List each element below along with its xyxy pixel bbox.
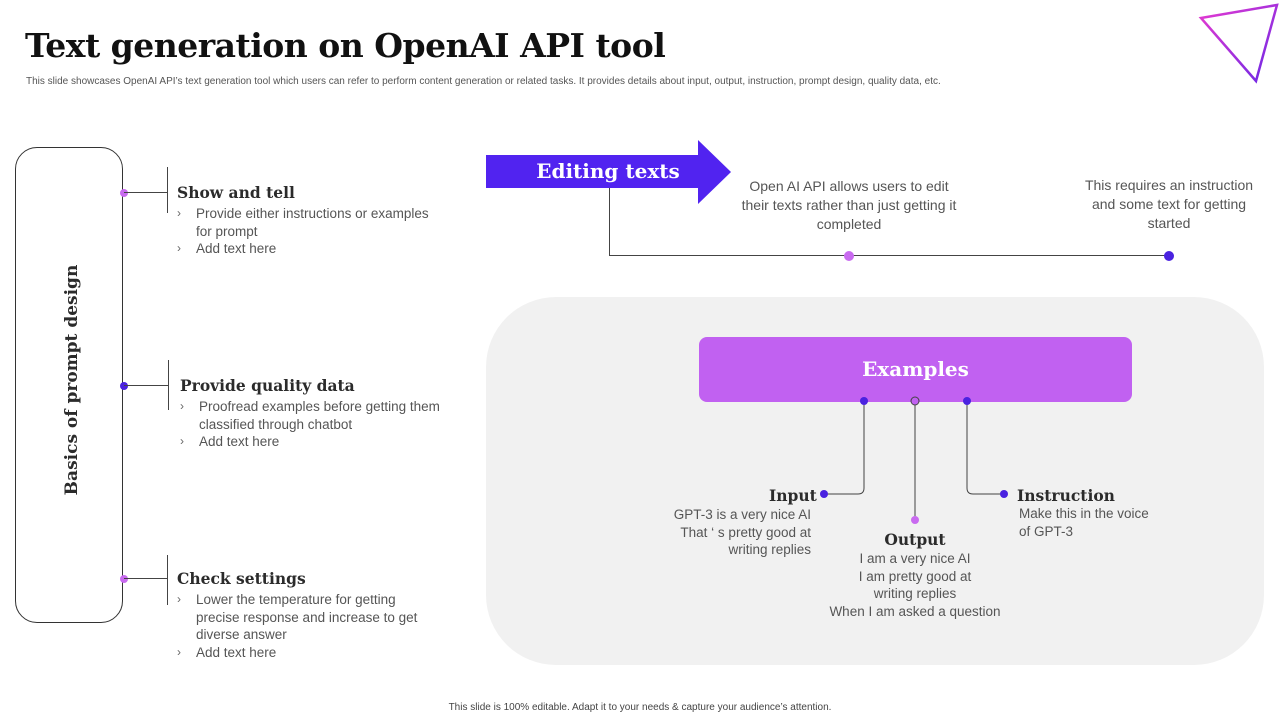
chevron-right-icon: › xyxy=(177,241,181,255)
bullet-item: ›Provide either instructions or examples… xyxy=(177,206,429,239)
timeline-drop-line xyxy=(609,188,610,256)
triangle-outline-icon xyxy=(1198,3,1279,84)
timeline-dot xyxy=(844,251,854,261)
bullet-item: ›Proofread examples before getting them … xyxy=(180,399,440,432)
section-heading: Provide quality data xyxy=(180,376,355,395)
chevron-right-icon: › xyxy=(177,644,181,659)
instruction-heading: Instruction xyxy=(1017,486,1115,505)
input-heading: Input xyxy=(769,486,817,505)
chevron-right-icon: › xyxy=(177,592,181,606)
connector-line xyxy=(124,192,167,193)
bullet-item: ›Add text here xyxy=(177,644,277,660)
page-title: Text generation on OpenAI API tool xyxy=(25,26,666,65)
section-heading: Show and tell xyxy=(177,183,295,202)
examples-header: Examples xyxy=(699,337,1132,402)
chevron-right-icon: › xyxy=(180,399,184,413)
section-dot xyxy=(120,575,128,583)
output-heading: Output xyxy=(884,530,946,549)
page-subtitle: This slide showcases OpenAI API’s text g… xyxy=(26,76,941,87)
connector-line xyxy=(124,578,167,579)
bullet-item: ›Add text here xyxy=(180,434,280,449)
section-dot xyxy=(120,189,128,197)
connector-line xyxy=(124,385,168,386)
bullet-item: ›Add text here xyxy=(177,241,277,256)
bullet-item: ›Lower the temperature for getting preci… xyxy=(177,592,418,642)
section-dot xyxy=(120,382,128,390)
section-bar xyxy=(168,360,169,410)
instruction-text: Make this in the voice of GPT-3 xyxy=(1019,506,1149,539)
input-text: GPT-3 is a very nice AI That ‘ s pretty … xyxy=(673,507,811,557)
editing-arrow-head xyxy=(698,140,731,204)
section-show-and-tell: Show and tell ›Provide either instructio… xyxy=(177,183,442,258)
timeline-line xyxy=(609,255,1169,256)
footer-note: This slide is 100% editable. Adapt it to… xyxy=(448,702,832,713)
chevron-right-icon: › xyxy=(177,206,181,220)
chevron-right-icon: › xyxy=(180,434,184,448)
section-bar xyxy=(167,167,168,213)
editing-arrow-body xyxy=(486,155,700,188)
section-bar xyxy=(167,555,168,605)
output-text: I am a very nice AI I am pretty good at … xyxy=(829,551,1001,619)
editing-point-2: This requires an instruction and some te… xyxy=(1084,177,1254,231)
section-provide-quality-data: Provide quality data ›Proofread examples… xyxy=(180,376,445,451)
section-heading: Check settings xyxy=(177,569,306,588)
section-check-settings: Check settings ›Lower the temperature fo… xyxy=(177,569,427,661)
timeline-dot xyxy=(1164,251,1174,261)
editing-arrow-label: Editing texts xyxy=(536,159,680,183)
editing-point-1: Open AI API allows users to edit their t… xyxy=(741,178,957,232)
